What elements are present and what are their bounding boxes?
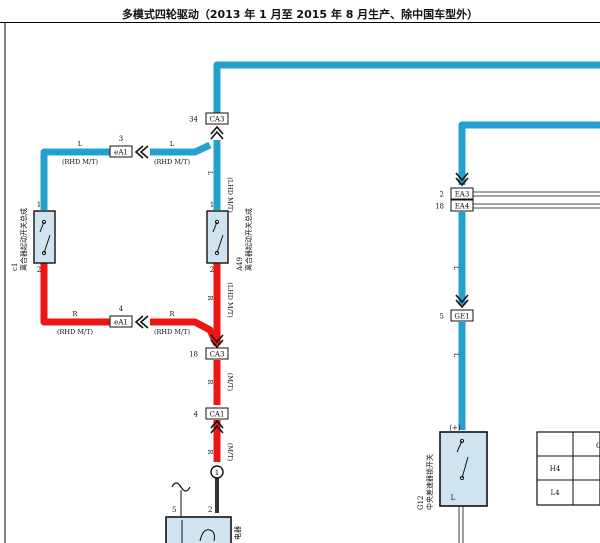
svg-text:电器: 电器 [233,526,242,540]
svg-text:H4: H4 [550,465,561,473]
connector-ea3: EA3 2 [440,187,474,200]
connector-ca3-top: CA3 34 [189,112,229,125]
thin-wires-right [473,191,600,209]
switch-c1: 1 2 c1 离合器起动开关总成 [11,201,56,274]
svg-text:CA3: CA3 [210,351,225,359]
svg-text:(+): (+) [449,424,461,432]
svg-text:1: 1 [37,201,41,209]
wire-labels: L (RHD M/T) L (RHD M/T) R (RHD M/T) R (R… [57,140,460,462]
label-rhd-r-right: (RHD M/T) [154,328,191,336]
label-rhd-left: (RHD M/T) [62,158,99,166]
switch-a49: 1 2 A49 离合器起动开关总成 [206,201,253,274]
label-mt-low1: (M/T) [226,373,234,392]
label-mt-low2: (M/T) [226,443,234,462]
svg-text:G12: G12 [417,496,425,511]
svg-text:4: 4 [194,411,199,419]
svg-text:4: 4 [119,305,124,313]
svg-text:1: 1 [215,469,219,477]
label-l-g2: L [452,353,460,358]
switch-g12: (+) L G12 中央差速器锁开关 [417,424,488,543]
svg-text:c1: c1 [11,263,19,271]
red-wires [40,263,221,462]
label-rhd-r-left: (RHD M/T) [57,328,94,336]
label-l-right: L [170,140,175,148]
connector-ca3-mid: CA3 18 [189,347,229,360]
svg-text:18: 18 [189,351,198,359]
svg-text:L: L [451,494,456,502]
wire-bottom-stub [215,478,219,513]
svg-text:中央差速器锁开关: 中央差速器锁开关 [425,454,434,510]
svg-text:3: 3 [119,135,123,143]
svg-text:G: G [596,442,600,450]
connector-ea1-bottom: eA1 4 [109,305,133,328]
switch-table: G H4 L4 [536,431,600,506]
svg-text:5: 5 [440,313,444,321]
connector-ge1: GE1 5 [440,309,474,322]
svg-text:eA1: eA1 [114,319,128,327]
label-r-left: R [73,310,79,318]
label-rhd-right: (RHD M/T) [154,158,191,166]
label-r-low2: R [206,450,214,456]
svg-text:2: 2 [208,506,212,514]
bottom-component: 1 5 2 电器 [165,465,242,543]
svg-text:2: 2 [210,266,214,274]
label-lhd-r-vert: (LHD M/T) [226,282,234,318]
wire-ea1-c1 [40,148,112,210]
svg-text:EA3: EA3 [455,191,470,199]
svg-text:2: 2 [37,266,41,274]
label-r-vert: R [206,296,214,302]
connector-ea4: EA4 18 [435,199,474,212]
svg-text:GE1: GE1 [454,313,469,321]
diagram-title: 多模式四轮驱动（2013 年 1 月至 2015 年 8 月生产、除中国车型外） [121,8,479,21]
svg-text:2: 2 [440,191,444,199]
label-l-g1: L [452,266,460,271]
label-lhd-vert: (LHD M/T) [226,177,234,213]
chevrons [134,125,469,434]
label-r-low1: R [206,380,214,386]
label-l-vert: L [206,171,214,176]
wire-c1-ea1 [40,263,112,326]
svg-text:1: 1 [210,201,214,209]
svg-text:5: 5 [172,506,176,514]
svg-text:CA3: CA3 [210,116,225,124]
title-rule [0,22,600,23]
svg-text:18: 18 [435,203,444,211]
svg-text:离合器起动开关总成: 离合器起动开关总成 [19,208,28,271]
wire-right-top [458,121,600,185]
wire-ca3-ea1 [150,141,212,156]
blue-wires [40,61,600,430]
label-r-right: R [170,310,176,318]
connector-ea1-top: eA1 3 [109,135,133,158]
svg-text:L4: L4 [550,489,560,497]
svg-text:eA1: eA1 [114,149,128,157]
svg-text:离合器起动开关总成: 离合器起动开关总成 [244,208,253,271]
svg-text:A49: A49 [236,257,244,272]
label-l-left: L [78,140,83,148]
wire-top-blue [213,61,600,120]
connector-ca1: CA1 4 [194,407,229,420]
svg-text:CA1: CA1 [210,411,225,419]
svg-text:EA4: EA4 [455,203,470,211]
svg-text:34: 34 [189,116,198,124]
